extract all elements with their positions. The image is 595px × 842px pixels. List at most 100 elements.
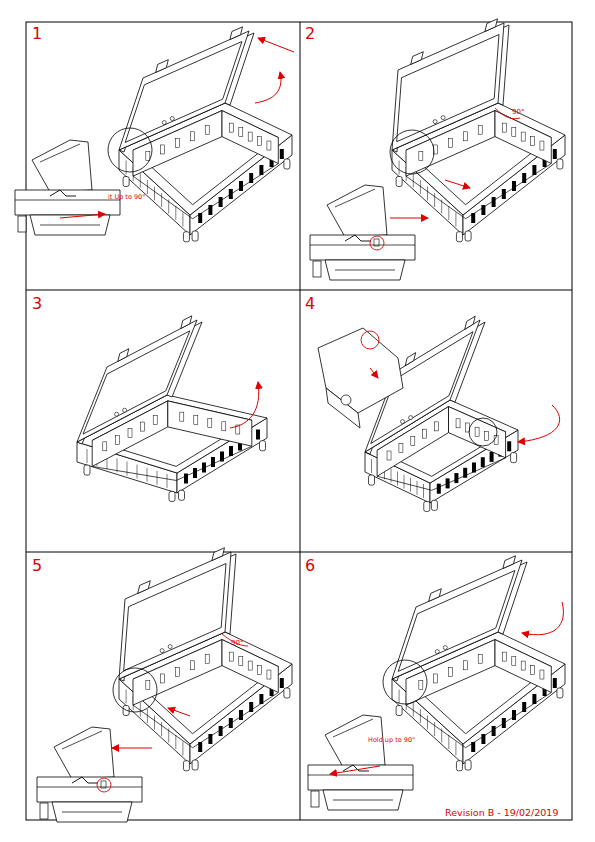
side-rib	[175, 735, 176, 749]
inset-highlight-circle	[361, 331, 379, 349]
lid-latch	[429, 589, 442, 602]
socket-opening	[176, 667, 180, 676]
angle-arc	[222, 634, 248, 646]
step-number: 6	[305, 558, 315, 574]
inset-base-line	[333, 800, 393, 801]
socket-opening	[531, 137, 535, 146]
lid-latch	[230, 27, 243, 40]
cable-slot	[553, 678, 557, 688]
side-rib	[413, 703, 414, 717]
step-number: 4	[305, 296, 315, 312]
side-rib	[455, 742, 456, 756]
socket-opening	[180, 412, 184, 421]
inner-floor-edge	[176, 446, 252, 480]
lid-latch	[503, 556, 516, 569]
box-foot	[465, 231, 471, 241]
socket-opening	[128, 429, 132, 438]
lid-screw	[162, 121, 166, 125]
lid-tray	[83, 331, 190, 434]
side-rib	[161, 722, 162, 736]
socket-opening	[146, 681, 150, 690]
side-rib	[448, 735, 449, 749]
socket-opening	[229, 652, 233, 661]
socket-opening	[146, 152, 150, 161]
inset-hinge-hook	[345, 235, 371, 241]
inset-screw	[341, 395, 351, 405]
note-label: 90°	[512, 109, 524, 116]
inner-floor-edge	[133, 705, 193, 748]
inner-wall	[495, 111, 551, 164]
detail-circle	[383, 660, 427, 704]
socket-opening	[267, 141, 271, 150]
socket-opening	[153, 416, 157, 425]
side-rib	[399, 161, 400, 175]
socket-opening	[258, 666, 262, 675]
socket-opening	[411, 436, 415, 445]
inner-floor-edge	[406, 176, 466, 219]
inset-lid-edge	[326, 388, 360, 428]
side-rib	[455, 213, 456, 227]
socket-opening	[208, 419, 212, 428]
lid-latch	[212, 548, 225, 561]
socket-opening	[248, 661, 252, 670]
socket-opening	[176, 138, 180, 147]
lid-latch	[181, 316, 192, 329]
cable-slot	[239, 710, 243, 720]
inner-floor-edge	[193, 164, 279, 219]
lid-panel	[392, 23, 504, 150]
floor-box	[365, 316, 518, 511]
side-rib	[427, 716, 428, 730]
inset-lid-line	[333, 719, 373, 737]
inset-lid-panel	[32, 140, 92, 192]
lid-latch	[411, 52, 424, 65]
lid-panel	[119, 552, 231, 679]
cable-slot	[193, 468, 197, 478]
inset-frame-line	[15, 200, 120, 201]
detail-circle	[390, 130, 434, 174]
lid-latch	[405, 353, 416, 366]
cable-slot	[553, 149, 557, 159]
inset-lid-line	[40, 144, 80, 162]
lid-screw	[409, 416, 413, 420]
cable-slot	[437, 484, 441, 494]
socket-opening	[205, 125, 209, 134]
inset-lid-line	[335, 189, 375, 207]
inset-highlight-circle	[370, 236, 384, 250]
socket-opening	[419, 152, 423, 161]
box-foot	[169, 491, 175, 501]
box-foot	[84, 465, 90, 475]
side-rib	[137, 465, 138, 479]
inset-base	[325, 260, 405, 280]
lid-screw	[160, 649, 164, 653]
inner-floor-edge	[466, 164, 552, 219]
inner-wall	[168, 401, 252, 446]
inset-pin	[374, 239, 379, 246]
cable-slot	[512, 181, 516, 191]
cable-slot	[507, 441, 511, 451]
detail-inset	[308, 715, 413, 810]
inset-base	[30, 215, 110, 235]
note-label: Hold up to 90°	[368, 737, 415, 744]
socket-opening	[229, 123, 233, 132]
socket-opening	[419, 681, 423, 690]
lid-screw	[401, 420, 405, 424]
inset-base	[323, 790, 403, 810]
inset-clip	[40, 803, 48, 819]
socket-opening	[141, 422, 145, 431]
inset-frame-line	[310, 245, 415, 246]
side-rib	[434, 722, 435, 736]
side-rib	[417, 481, 418, 495]
socket-opening	[399, 444, 403, 453]
socket-opening	[475, 427, 479, 436]
floor-box	[392, 19, 565, 242]
lid-tray	[125, 42, 242, 143]
socket-opening	[531, 666, 535, 675]
cable-slot	[256, 430, 260, 440]
lid-latch	[485, 19, 498, 32]
cable-slot	[481, 457, 485, 467]
panel-divider	[26, 290, 572, 291]
sheet-border	[26, 22, 572, 820]
inset-lid-line	[62, 731, 102, 749]
slide-arrow	[445, 180, 470, 188]
